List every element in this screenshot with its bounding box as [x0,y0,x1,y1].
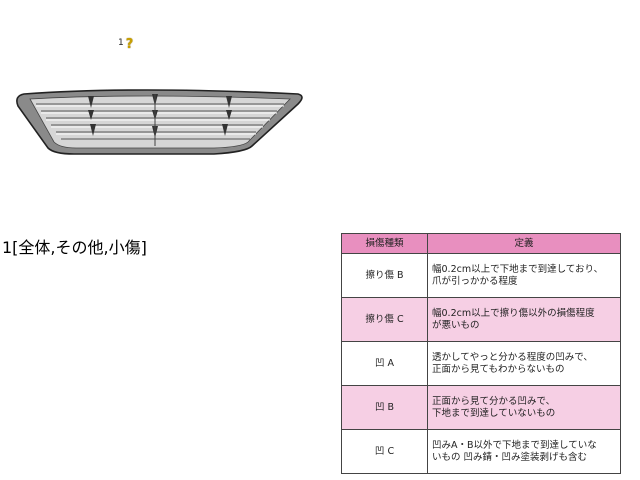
damage-marker-number: 1 [118,38,124,48]
damage-marker[interactable]: 1 ? [118,38,133,51]
front-grille-diagram [16,89,303,155]
table-row: 凹 B 正面から見て分かる凹みで、 下地まで到達していないもの [341,385,621,430]
definition-line: 正面から見て分かる凹みで、 [432,395,556,407]
definition-line: いもの 凹み錆・凹み塗装剥げも含む [432,451,588,463]
definition-cell: 正面から見て分かる凹みで、 下地まで到達していないもの [427,385,621,430]
definition-line: 幅0.2cm以上で擦り傷以外の損傷程度 [432,307,595,319]
damage-type-cell: 凹 A [341,341,428,386]
damage-location-label: 1[全体,その他,小傷] [2,238,147,257]
definition-line: 凹みA・B以外で下地まで到達していな [432,439,597,451]
table-header-row: 損傷種類 定義 [341,233,621,254]
table-row: 擦り傷 C 幅0.2cm以上で擦り傷以外の損傷程度 が悪いもの [341,297,621,342]
definition-line: が悪いもの [432,319,480,331]
definition-line: 正面から見てもわからないもの [432,363,565,375]
definition-cell: 凹みA・B以外で下地まで到達していな いもの 凹み錆・凹み塗装剥げも含む [427,429,621,474]
definition-line: 幅0.2cm以上で下地まで到達しており、 [432,263,604,275]
header-definition: 定義 [427,233,621,254]
damage-type-cell: 擦り傷 B [341,253,428,298]
definition-cell: 幅0.2cm以上で下地まで到達しており、 爪が引っかかる程度 [427,253,621,298]
damage-definition-table: 損傷種類 定義 擦り傷 B 幅0.2cm以上で下地まで到達しており、 爪が引っか… [341,233,621,474]
damage-type-cell: 凹 B [341,385,428,430]
question-mark-icon: ? [125,37,134,52]
definition-line: 爪が引っかかる程度 [432,275,518,287]
damage-type-cell: 擦り傷 C [341,297,428,342]
header-damage-type: 損傷種類 [341,233,428,254]
definition-cell: 幅0.2cm以上で擦り傷以外の損傷程度 が悪いもの [427,297,621,342]
table-row: 凹 A 透かしてやっと分かる程度の凹みで、 正面から見てもわからないもの [341,341,621,386]
definition-line: 下地まで到達していないもの [432,407,556,419]
table-row: 凹 C 凹みA・B以外で下地まで到達していな いもの 凹み錆・凹み塗装剥げも含む [341,429,621,474]
table-row: 擦り傷 B 幅0.2cm以上で下地まで到達しており、 爪が引っかかる程度 [341,253,621,298]
damage-type-cell: 凹 C [341,429,428,474]
definition-cell: 透かしてやっと分かる程度の凹みで、 正面から見てもわからないもの [427,341,621,386]
definition-line: 透かしてやっと分かる程度の凹みで、 [432,351,593,363]
